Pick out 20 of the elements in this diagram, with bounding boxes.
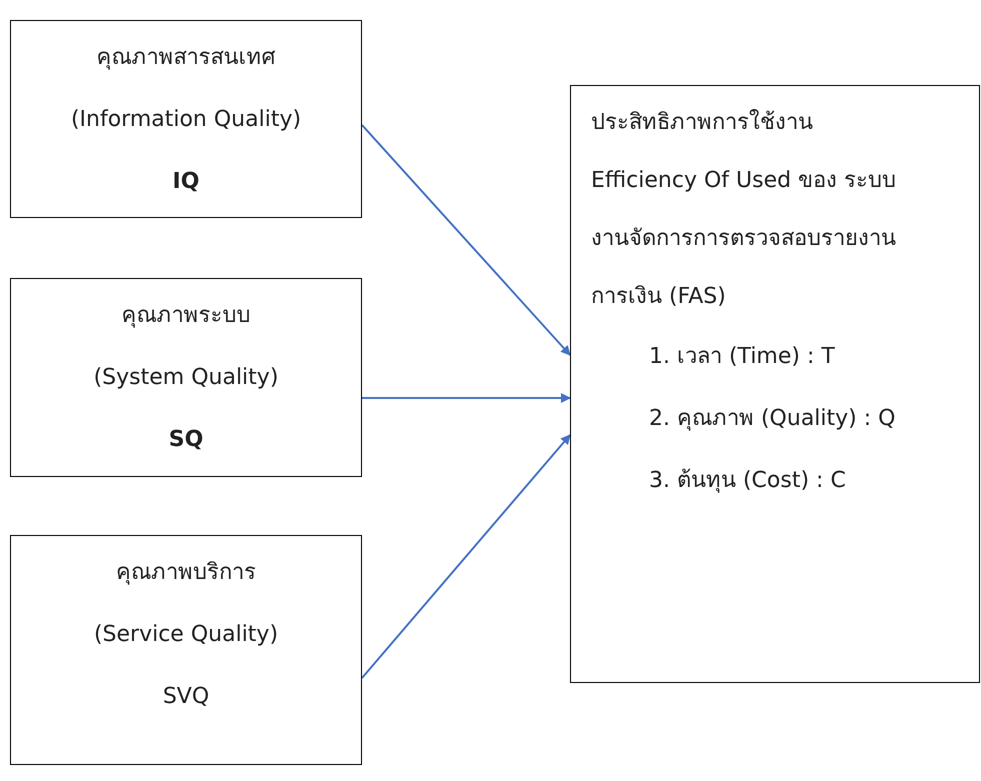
node-text: (Information Quality) — [70, 106, 302, 134]
arrow — [361, 434, 571, 679]
node-text: คุณภาพบริการ — [115, 559, 257, 587]
node-text: SVQ — [162, 683, 210, 711]
node-text: IQ — [172, 168, 200, 196]
node-text: ประสิทธิภาพการใช้งาน Efficiency Of Used ของ ระบบงานจัดการการตรวจสอบรายงานการเงิน (FAS) — [591, 108, 898, 311]
text-box — [10, 535, 362, 765]
node-text: (System Quality) — [92, 364, 280, 392]
text-box — [570, 85, 980, 683]
node-text: คุณภาพระบบ — [120, 302, 252, 330]
arrow — [362, 393, 571, 403]
node-text: คุณภาพสารสนเทศ — [96, 44, 276, 72]
text-box — [10, 20, 362, 218]
text-box — [10, 278, 362, 477]
node-text: (Service Quality) — [92, 621, 280, 649]
node-text: 1. เวลา (Time) : T — [648, 343, 836, 371]
arrow — [361, 124, 571, 356]
node-text: 2. คุณภาพ (Quality) : Q — [648, 405, 896, 433]
node-text: 3. ต้นทุน (Cost) : C — [648, 467, 847, 495]
node-text: SQ — [168, 426, 204, 454]
